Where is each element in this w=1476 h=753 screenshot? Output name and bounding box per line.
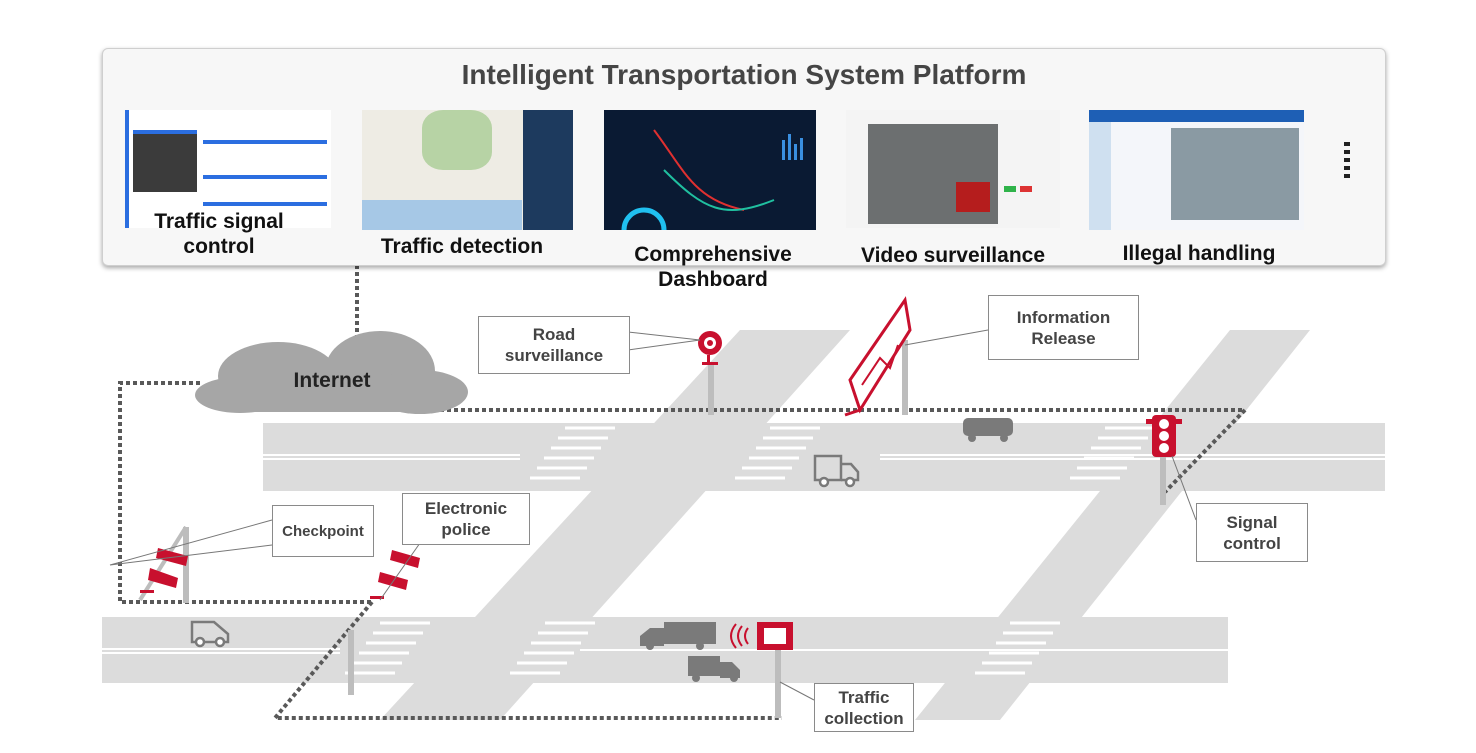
illegal-handling-screenshot[interactable] [1089,110,1304,230]
internet-cloud-icon [195,331,468,414]
traffic-signal-control-screenshot[interactable] [125,110,331,228]
left-diagonal-road [380,330,850,720]
traffic-light-icon [1146,415,1182,457]
traffic-detection-screenshot[interactable] [362,110,573,230]
video-surveillance-screenshot[interactable] [846,110,1060,228]
module-label-video-surveillance: Video surveillance [860,244,1046,267]
platform-title: Intelligent Transportation System Platfo… [461,59,1027,90]
leader-lines [109,329,1197,701]
traffic-collection-sensor-icon [730,622,793,650]
module-label-traffic-detection: Traffic detection [380,235,544,258]
mixer-truck-icon [963,418,1013,442]
crosswalks [345,426,1155,675]
callout-checkpoint: Checkpoint [272,505,374,557]
poles [138,340,1166,718]
more-modules-icon[interactable] [1344,142,1352,182]
electronic-police-camera-icons [370,550,420,599]
vehicles [190,418,1013,682]
comprehensive-dashboard-screenshot[interactable] [604,110,816,230]
cargo-truck-icon [640,622,716,650]
internet-label: Internet [293,369,371,392]
moving-truck-icon [688,656,740,682]
lane-lines [102,454,1385,654]
module-label-illegal-handling: Illegal handling [1122,242,1276,265]
delivery-truck-icon [813,454,860,488]
road-surveillance-camera-icon [698,331,722,365]
information-release-sign-icon [844,296,912,417]
van-icon [190,620,230,648]
